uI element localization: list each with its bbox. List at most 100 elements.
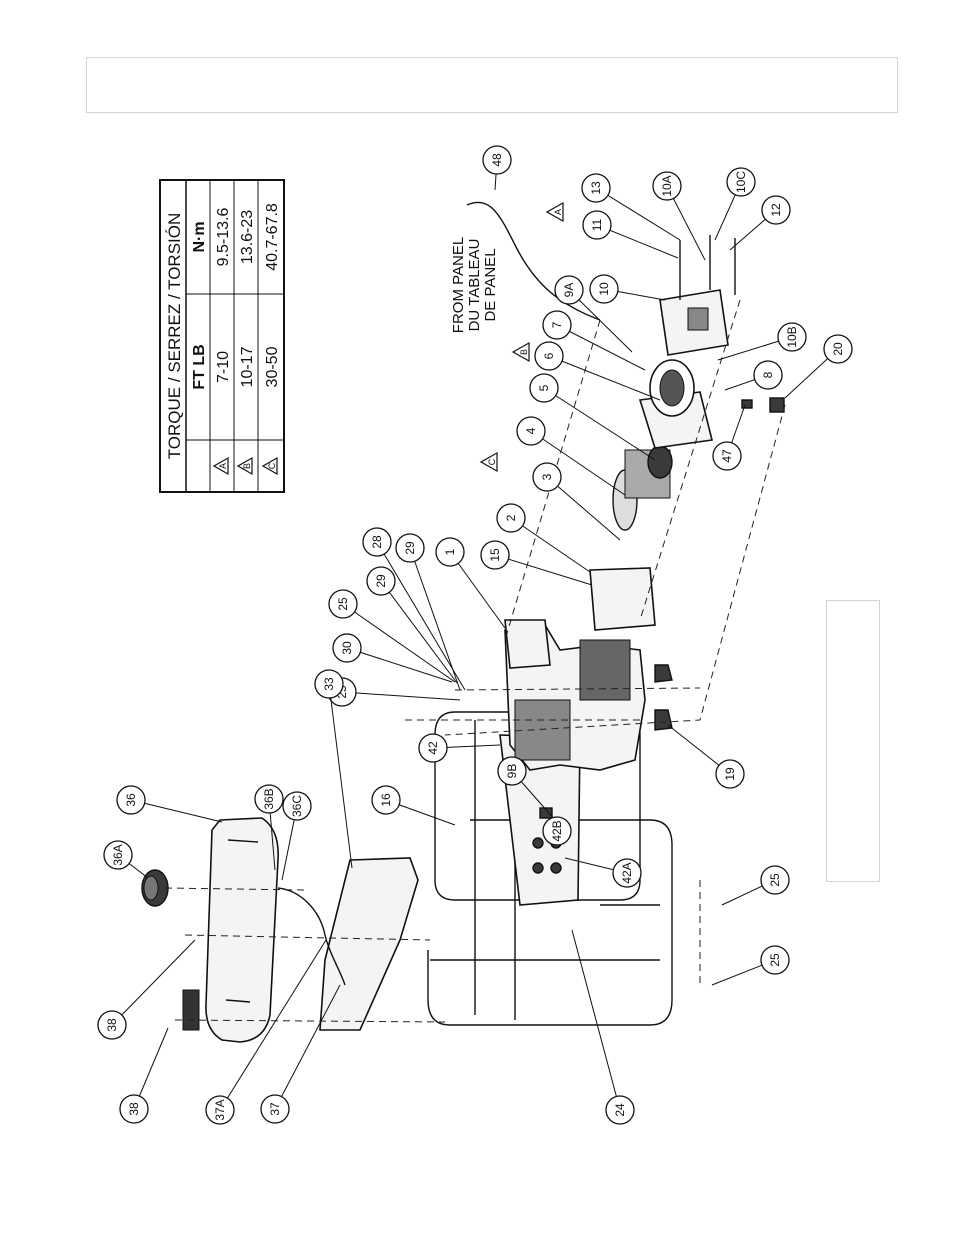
callout-label: 10B	[785, 326, 799, 347]
callout-label: 48	[490, 153, 504, 167]
callout-2: 2	[497, 504, 590, 572]
rear-cover	[660, 290, 728, 355]
callout-label: 13	[589, 181, 603, 195]
callout-25: 25	[722, 866, 789, 905]
callout-label: 30	[340, 641, 354, 655]
torque-row-b-ftlb: 10-17	[239, 346, 256, 387]
callout-label: 38	[127, 1102, 141, 1116]
callout-8: 8	[725, 361, 782, 390]
callout-label: 9B	[505, 764, 519, 779]
callout-label: 8	[761, 371, 775, 378]
callout-label: 25	[768, 873, 782, 887]
callout-12: 12	[730, 196, 790, 250]
torque-mark-a-icon: A	[547, 203, 563, 221]
plug-20	[770, 398, 784, 412]
through-bolts	[680, 235, 735, 300]
fuel-tank	[183, 818, 278, 1042]
callout-3: 3	[533, 463, 620, 540]
callout-label: 7	[550, 321, 564, 328]
callout-label: 42A	[620, 862, 634, 883]
callout-label: 20	[831, 342, 845, 356]
engine-adapter	[590, 568, 655, 630]
callout-label: 28	[370, 535, 384, 549]
callout-label: 42	[426, 741, 440, 755]
callout-label: 9A	[562, 283, 576, 298]
callout-label: 3	[540, 473, 554, 480]
callout-10a: 10A	[653, 172, 705, 260]
callout-label: 36A	[111, 844, 125, 865]
svg-text:C: C	[487, 458, 497, 465]
callout-36: 36	[117, 786, 222, 822]
torque-row-b-nm: 13.6-23	[239, 210, 256, 264]
callout-38: 38	[120, 1028, 168, 1123]
rotor	[613, 446, 672, 530]
note-line-2: DU TABLEAU	[466, 239, 483, 332]
callout-11: 11	[583, 211, 678, 258]
tank-guard	[320, 858, 418, 1030]
callout-label: 24	[613, 1103, 627, 1117]
callout-label: 2	[504, 514, 518, 521]
callout-label: 36C	[290, 795, 304, 817]
callout-label: 4	[524, 427, 538, 434]
callout-4: 4	[517, 417, 625, 495]
callout-label: 5	[537, 384, 551, 391]
callout-29: 29	[367, 567, 457, 683]
svg-text:A: A	[553, 209, 563, 215]
callout-10c: 10C	[715, 168, 755, 240]
callout-label: 19	[723, 767, 737, 781]
callout-label: 29	[374, 574, 388, 588]
callout-label: 25	[768, 953, 782, 967]
svg-text:A: A	[218, 463, 228, 469]
callout-label: 37A	[213, 1099, 227, 1120]
svg-text:C: C	[267, 462, 277, 469]
callout-15: 15	[481, 541, 592, 585]
callout-label: 12	[769, 203, 783, 217]
callout-42b: 42B	[543, 817, 571, 845]
torque-row-a-nm: 9.5-13.6	[215, 208, 232, 267]
torque-table: TORQUE / SERREZ / TORSIÓN FT LB N·m A B …	[160, 180, 284, 492]
callout-38: 38	[98, 940, 195, 1039]
callout-label: 15	[488, 548, 502, 562]
engine-mount-front	[655, 665, 672, 682]
engine	[505, 620, 645, 770]
callout-5: 5	[530, 374, 655, 460]
callout-24: 24	[572, 930, 634, 1124]
callout-label: 10C	[734, 171, 748, 193]
callout-label: 29	[403, 541, 417, 555]
callout-19: 19	[668, 725, 744, 788]
callout-10: 10	[590, 275, 665, 303]
callout-16: 16	[372, 786, 455, 825]
callout-36c: 36C	[282, 792, 311, 880]
from-panel-note: FROM PANEL DU TABLEAU DE PANEL	[450, 237, 499, 333]
torque-row-c-nm: 40.7-67.8	[264, 203, 281, 271]
callout-label: 1	[443, 548, 457, 555]
callout-label: 11	[590, 218, 604, 231]
callout-36a: 36A	[104, 841, 148, 878]
torque-table-col-ftlb: FT LB	[191, 344, 208, 389]
note-line-3: DE PANEL	[482, 248, 499, 321]
torque-table-col-nm: N·m	[191, 221, 208, 252]
svg-text:B: B	[242, 463, 252, 469]
torque-mark-b-icon: B	[513, 343, 529, 361]
torque-mark-c-icon: C	[481, 453, 497, 471]
torque-table-title: TORQUE / SERREZ / TORSIÓN	[165, 213, 184, 460]
callout-25: 25	[712, 946, 789, 985]
plug-47	[742, 400, 752, 408]
callout-label: 36	[124, 793, 138, 807]
callout-48: 48	[483, 146, 511, 190]
callout-label: 37	[268, 1102, 282, 1116]
callout-label: 10	[597, 282, 611, 296]
callout-42: 42	[419, 734, 500, 762]
callout-25: 25	[328, 678, 460, 706]
note-line-1: FROM PANEL	[450, 237, 467, 333]
torque-row-c-ftlb: 30-50	[264, 346, 281, 387]
callout-label: 36B	[262, 788, 276, 809]
callout-label: 16	[379, 793, 393, 807]
engine-mount-rear	[655, 710, 672, 730]
callout-label: 6	[542, 352, 556, 359]
torque-row-a-ftlb: 7-10	[215, 351, 232, 383]
callout-label: 38	[105, 1018, 119, 1032]
fuel-cap-icon	[142, 870, 168, 906]
callout-label: 33	[322, 677, 336, 691]
